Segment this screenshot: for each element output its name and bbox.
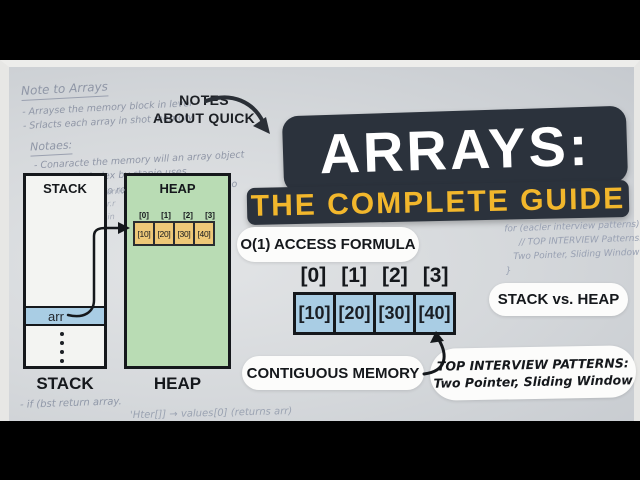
heap-box: HEAP [124, 173, 231, 369]
array-index: [3] [422, 264, 449, 287]
stack-caption: STACK [36, 374, 94, 393]
contiguous-memory-pill: CONTIGUOUS MEMORY [242, 356, 424, 390]
ellipsis-dots [60, 332, 64, 363]
array-cell: [30] [173, 221, 195, 246]
main-array-cells: [10] [20] [30] [40] [293, 292, 456, 335]
heap-box-title: HEAP [159, 181, 196, 196]
notes-about-quick-callout: NOTES ABOUT QUICK [148, 92, 260, 127]
array-index: [3] [205, 211, 215, 220]
callout-line: NOTES [179, 92, 229, 108]
notes-heading: Note to Arrays [20, 77, 109, 101]
array-index: [0] [300, 264, 327, 287]
array-index: [0] [139, 211, 149, 220]
heap-array-cells: [10] [20] [30] [40] [133, 221, 221, 246]
main-array-indices: [0] [1] [2] [3] [293, 264, 456, 288]
access-formula-pill: O(1) ACCESS FORMULA [237, 227, 419, 262]
array-index: [2] [183, 211, 193, 220]
array-cell: [40] [413, 292, 456, 335]
main-array: [0] [1] [2] [3] [10] [20] [30] [40] [293, 264, 456, 335]
array-index: [1] [341, 264, 367, 287]
interview-patterns-pill: TOP INTERVIEW PATTERNS: Two Pointer, Sli… [429, 345, 637, 401]
array-cell: [20] [333, 292, 376, 335]
callout-line: ABOUT QUICK [152, 109, 256, 126]
array-cell: [20] [153, 221, 175, 246]
arr-label: arr [48, 308, 64, 324]
stack-box-title: STACK [43, 181, 87, 196]
array-index: [1] [161, 211, 171, 220]
array-index: [2] [382, 264, 408, 287]
patterns-line: Two Pointer, Sliding Window [433, 372, 633, 391]
page-subtitle: THE COMPLETE GUIDE [250, 181, 626, 223]
stack-vs-heap-pill: STACK vs. HEAP [489, 283, 628, 316]
heap-array: [0] [1] [2] [3] [10] [20] [30] [40] [133, 211, 221, 246]
page-title: ARRAYS: [318, 113, 592, 186]
array-cell: [30] [373, 292, 416, 335]
heap-caption: HEAP [153, 374, 202, 393]
handwritten-notes-right: for (eacler interview patterns) // TOP I… [504, 219, 640, 277]
array-cell: [10] [293, 292, 336, 335]
heap-array-indices: [0] [1] [2] [3] [133, 211, 221, 220]
stack-box: STACK [23, 173, 107, 369]
array-cell: [40] [193, 221, 215, 246]
faint-scribbles: arriv r.r in [106, 186, 126, 222]
array-cell: [10] [133, 221, 155, 246]
notes-subheading: Notaes: [29, 136, 73, 157]
arr-pointer-cell: arr [26, 306, 104, 326]
